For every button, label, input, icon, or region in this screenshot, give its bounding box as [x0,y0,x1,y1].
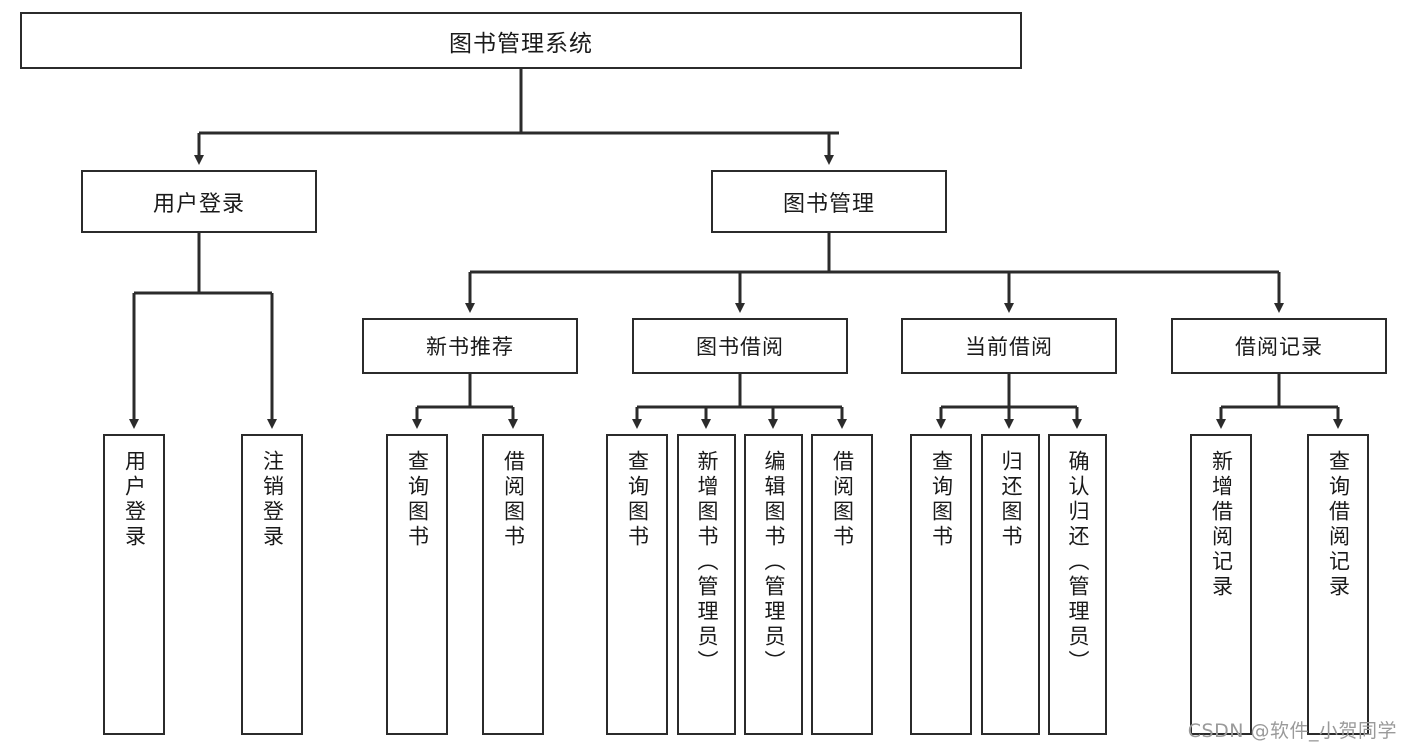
node-label: 注销登录 [260,450,285,550]
node-label: 查询图书 [929,450,954,550]
node-book-manage[interactable]: 图书管理 [711,170,947,233]
node-label: 查询借阅记录 [1326,450,1351,600]
node-leaf-query-book-2[interactable]: 查询图书 [606,434,668,735]
node-leaf-add-record[interactable]: 新增借阅记录 [1190,434,1252,735]
node-leaf-borrow-book-1[interactable]: 借阅图书 [482,434,544,735]
node-label: 新书推荐 [426,335,514,359]
node-label: 查询图书 [625,450,650,550]
node-label: 借阅记录 [1235,335,1323,359]
node-label: 图书借阅 [696,335,784,359]
node-current-borrow[interactable]: 当前借阅 [901,318,1117,374]
node-label: 借阅图书 [501,450,526,550]
node-leaf-logout-login[interactable]: 注销登录 [241,434,303,735]
node-label: 图书管理 [782,191,875,217]
node-label: 归还图书 [999,450,1023,550]
node-leaf-query-record[interactable]: 查询借阅记录 [1307,434,1369,735]
node-leaf-borrow-book-2[interactable]: 借阅图书 [811,434,873,735]
node-borrow-record[interactable]: 借阅记录 [1171,318,1387,374]
node-root-system[interactable]: 图书管理系统 [20,12,1022,69]
node-label: 编辑图书（管理员） [762,450,786,675]
node-leaf-confirm-return[interactable]: 确认归还（管理员） [1048,434,1107,735]
node-label: 借阅图书 [830,450,855,550]
node-label: 新增借阅记录 [1209,450,1234,600]
node-label: 查询图书 [405,450,430,550]
node-leaf-user-login[interactable]: 用户登录 [103,434,165,735]
node-leaf-query-book-3[interactable]: 查询图书 [910,434,972,735]
csdn-watermark: CSDN @软件_小贺同学 [1187,720,1397,742]
node-leaf-edit-book[interactable]: 编辑图书（管理员） [744,434,803,735]
node-leaf-query-book-1[interactable]: 查询图书 [386,434,448,735]
node-leaf-return-book[interactable]: 归还图书 [981,434,1040,735]
node-label: 用户登录 [122,450,147,550]
node-label: 确认归还（管理员） [1066,450,1090,675]
node-label: 图书管理系统 [449,30,593,57]
node-book-borrow[interactable]: 图书借阅 [632,318,848,374]
node-label: 用户登录 [152,191,245,217]
node-leaf-add-book[interactable]: 新增图书（管理员） [677,434,736,735]
node-label: 当前借阅 [965,335,1053,359]
node-new-book-rec[interactable]: 新书推荐 [362,318,578,374]
node-label: 新增图书（管理员） [695,450,719,675]
node-user-login[interactable]: 用户登录 [81,170,317,233]
